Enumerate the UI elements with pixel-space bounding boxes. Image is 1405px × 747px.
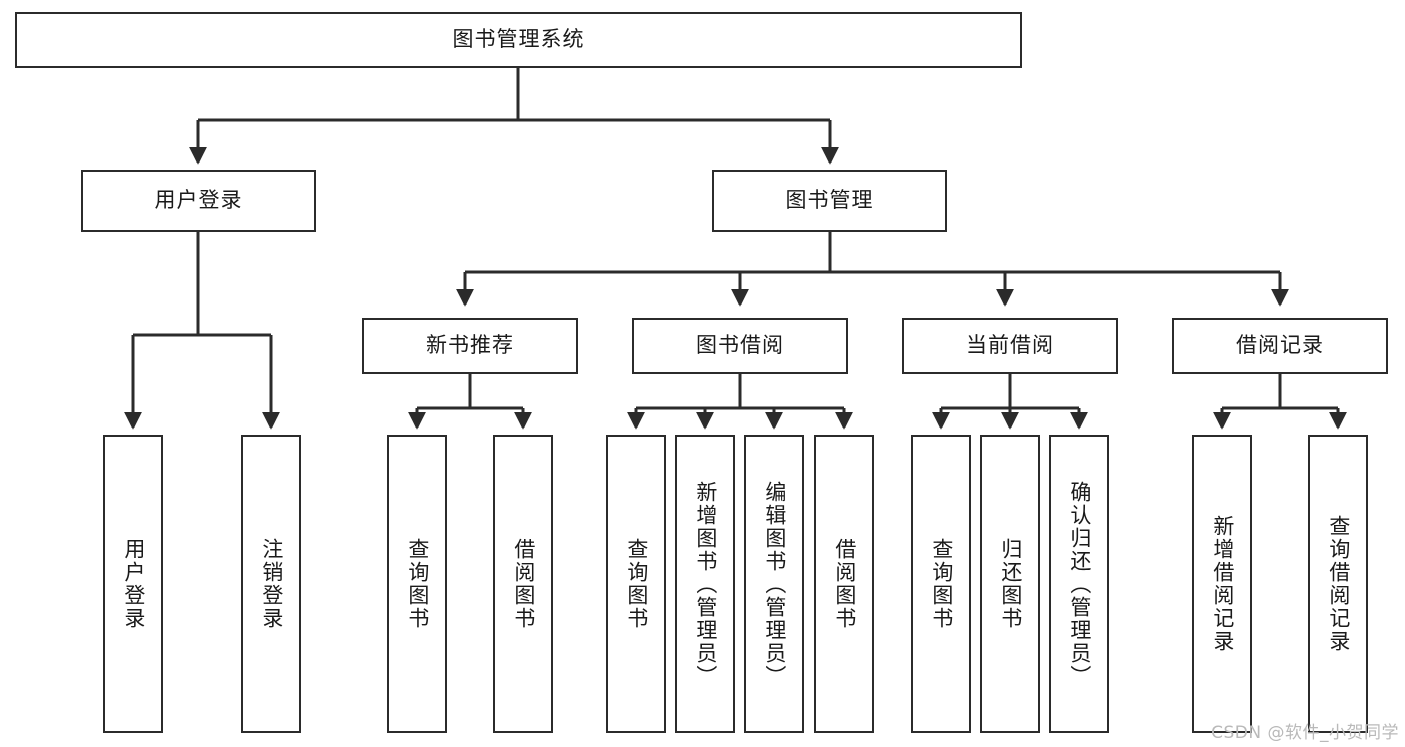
node-label: 查询图书 xyxy=(624,538,649,630)
node-label: 图书管理 xyxy=(785,188,874,213)
leaf-borrow-borrow-book[interactable]: 借阅图书 xyxy=(814,435,874,733)
node-label: 图书管理系统 xyxy=(452,27,585,52)
leaf-user-login-logout[interactable]: 注销登录 xyxy=(241,435,301,733)
node-label: 新增借阅记录 xyxy=(1210,515,1235,653)
csdn-watermark: CSDN @软件_小贺同学 xyxy=(1211,723,1399,743)
leaf-borrow-add-book-admin[interactable]: 新增图书（管理员） xyxy=(675,435,735,733)
node-label: 新增图书（管理员） xyxy=(693,480,718,688)
node-user-login[interactable]: 用户登录 xyxy=(81,170,316,232)
node-label: 编辑图书（管理员） xyxy=(762,480,787,688)
node-root-book-management-system[interactable]: 图书管理系统 xyxy=(15,12,1022,68)
leaf-borrow-query-book[interactable]: 查询图书 xyxy=(606,435,666,733)
node-new-book-recommend[interactable]: 新书推荐 xyxy=(362,318,578,374)
node-label: 用户登录 xyxy=(154,188,243,213)
leaf-borrow-edit-book-admin[interactable]: 编辑图书（管理员） xyxy=(744,435,804,733)
node-label: 查询图书 xyxy=(929,538,954,630)
node-label: 借阅记录 xyxy=(1236,333,1324,358)
node-label: 图书借阅 xyxy=(696,333,784,358)
leaf-user-login-login[interactable]: 用户登录 xyxy=(103,435,163,733)
node-label: 注销登录 xyxy=(259,538,284,630)
node-label: 查询图书 xyxy=(405,538,430,630)
node-label: 当前借阅 xyxy=(966,333,1054,358)
leaf-current-return-book[interactable]: 归还图书 xyxy=(980,435,1040,733)
leaf-record-query-record[interactable]: 查询借阅记录 xyxy=(1308,435,1368,733)
node-label: 归还图书 xyxy=(998,538,1023,630)
node-label: 用户登录 xyxy=(121,538,146,630)
leaf-newbook-borrow-book[interactable]: 借阅图书 xyxy=(493,435,553,733)
node-book-borrow[interactable]: 图书借阅 xyxy=(632,318,848,374)
node-current-borrow[interactable]: 当前借阅 xyxy=(902,318,1118,374)
leaf-current-query-book[interactable]: 查询图书 xyxy=(911,435,971,733)
node-label: 借阅图书 xyxy=(511,538,536,630)
leaf-current-confirm-return-admin[interactable]: 确认归还（管理员） xyxy=(1049,435,1109,733)
node-label: 借阅图书 xyxy=(832,538,857,630)
leaf-record-add-record[interactable]: 新增借阅记录 xyxy=(1192,435,1252,733)
node-label: 新书推荐 xyxy=(426,333,514,358)
node-label: 查询借阅记录 xyxy=(1326,515,1351,653)
node-book-management[interactable]: 图书管理 xyxy=(712,170,947,232)
leaf-newbook-query-book[interactable]: 查询图书 xyxy=(387,435,447,733)
node-label: 确认归还（管理员） xyxy=(1067,480,1092,688)
node-borrow-record[interactable]: 借阅记录 xyxy=(1172,318,1388,374)
